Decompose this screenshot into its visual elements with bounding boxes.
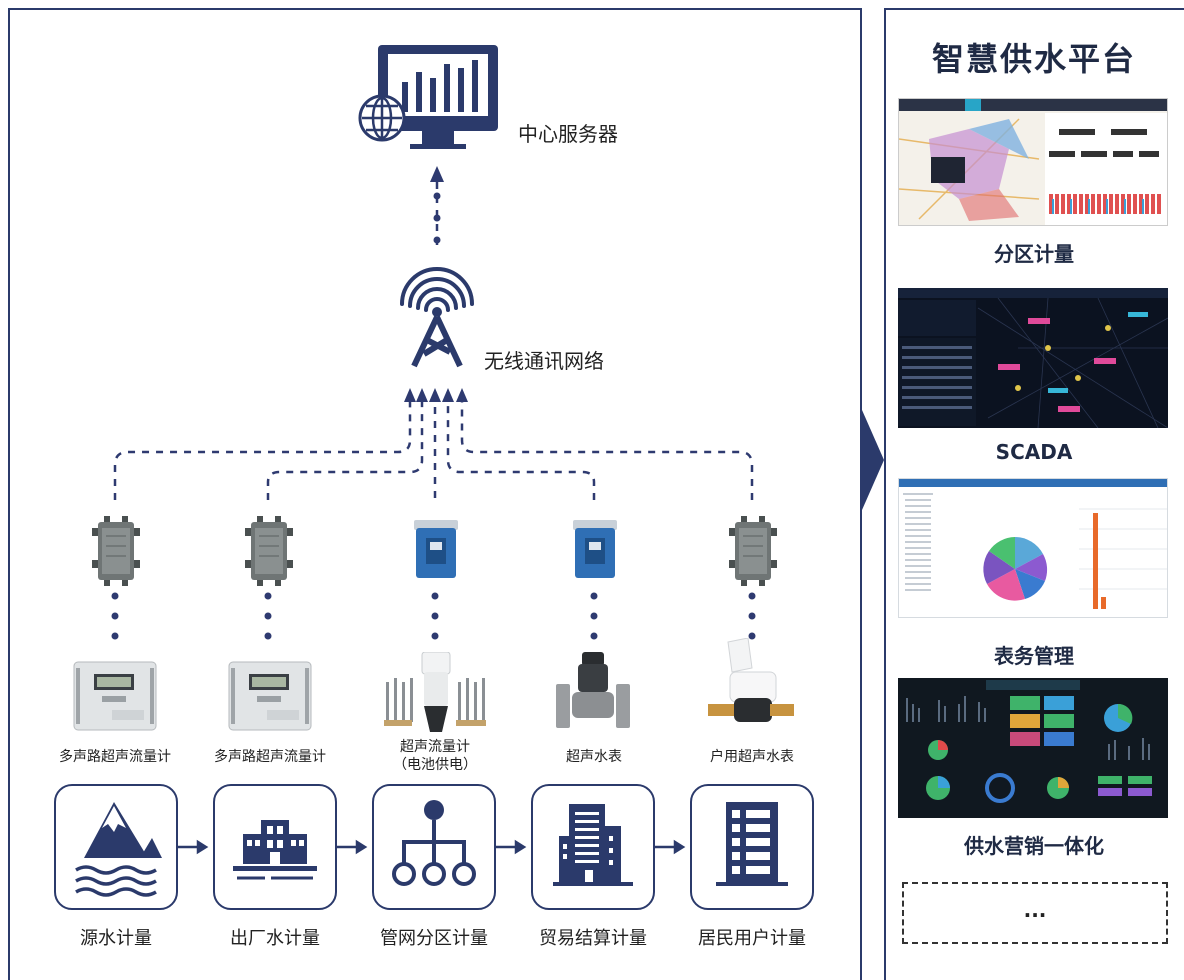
device-label: 户用超声水表 <box>710 749 794 765</box>
meter-management-screenshot <box>898 478 1168 618</box>
network-label: 无线通讯网络 <box>484 349 604 373</box>
module-label: 供水营销一体化 <box>964 834 1104 858</box>
device-label: 超声水表 <box>566 749 622 765</box>
platform-title: 智慧供水平台 <box>931 40 1136 78</box>
multipath-flowmeter-icon <box>228 661 312 731</box>
rtu-box-icon <box>729 516 777 586</box>
stage-label: 居民用户计量 <box>698 928 806 949</box>
rtu-box-icon <box>92 516 140 586</box>
device-label: 多声路超声流量计 <box>214 749 326 765</box>
connection-lines <box>111 166 756 855</box>
module-label: 表务管理 <box>994 644 1074 668</box>
more-label: ... <box>1023 898 1047 922</box>
stage-box-source <box>54 784 178 910</box>
ultrasonic-water-meter-icon <box>556 652 630 728</box>
stage-box-network <box>372 784 496 910</box>
more-modules-box[interactable]: ... <box>902 882 1168 944</box>
multipath-flowmeter-icon <box>73 661 157 731</box>
marketing-dashboard-screenshot <box>898 678 1168 818</box>
apartment-icon <box>716 802 788 886</box>
server-label: 中心服务器 <box>518 122 618 146</box>
pipe-network-icon <box>392 800 476 886</box>
stage-label: 源水计量 <box>80 928 152 949</box>
signal-tower-icon <box>400 267 474 368</box>
office-building-icon <box>553 804 633 886</box>
stage-label: 贸易结算计量 <box>539 928 647 949</box>
scada-screenshot <box>898 288 1168 428</box>
module-label: 分区计量 <box>994 242 1074 266</box>
zone-metering-screenshot <box>898 98 1168 226</box>
architecture-panel <box>8 8 862 980</box>
factory-icon <box>233 820 317 880</box>
stage-label: 管网分区计量 <box>380 928 488 949</box>
battery-box-icon <box>414 520 458 578</box>
stage-box-trade <box>531 784 655 910</box>
platform-panel <box>884 8 1184 980</box>
stage-label: 出厂水计量 <box>230 928 320 949</box>
battery-flowmeter-icon <box>384 652 486 732</box>
flow-arrow-icon <box>862 410 884 510</box>
device-label: 多声路超声流量计 <box>59 749 171 765</box>
stage-box-resident <box>690 784 814 910</box>
monitor-globe-icon <box>358 45 498 149</box>
device-sublabel: （电池供电） <box>393 757 477 773</box>
battery-box-icon <box>573 520 617 578</box>
household-water-meter-icon <box>708 638 794 722</box>
rtu-box-icon <box>245 516 293 586</box>
stage-box-factory <box>213 784 337 910</box>
device-label: 超声流量计 <box>400 739 470 755</box>
mountain-water-icon <box>75 802 162 897</box>
module-label: SCADA <box>995 440 1073 464</box>
